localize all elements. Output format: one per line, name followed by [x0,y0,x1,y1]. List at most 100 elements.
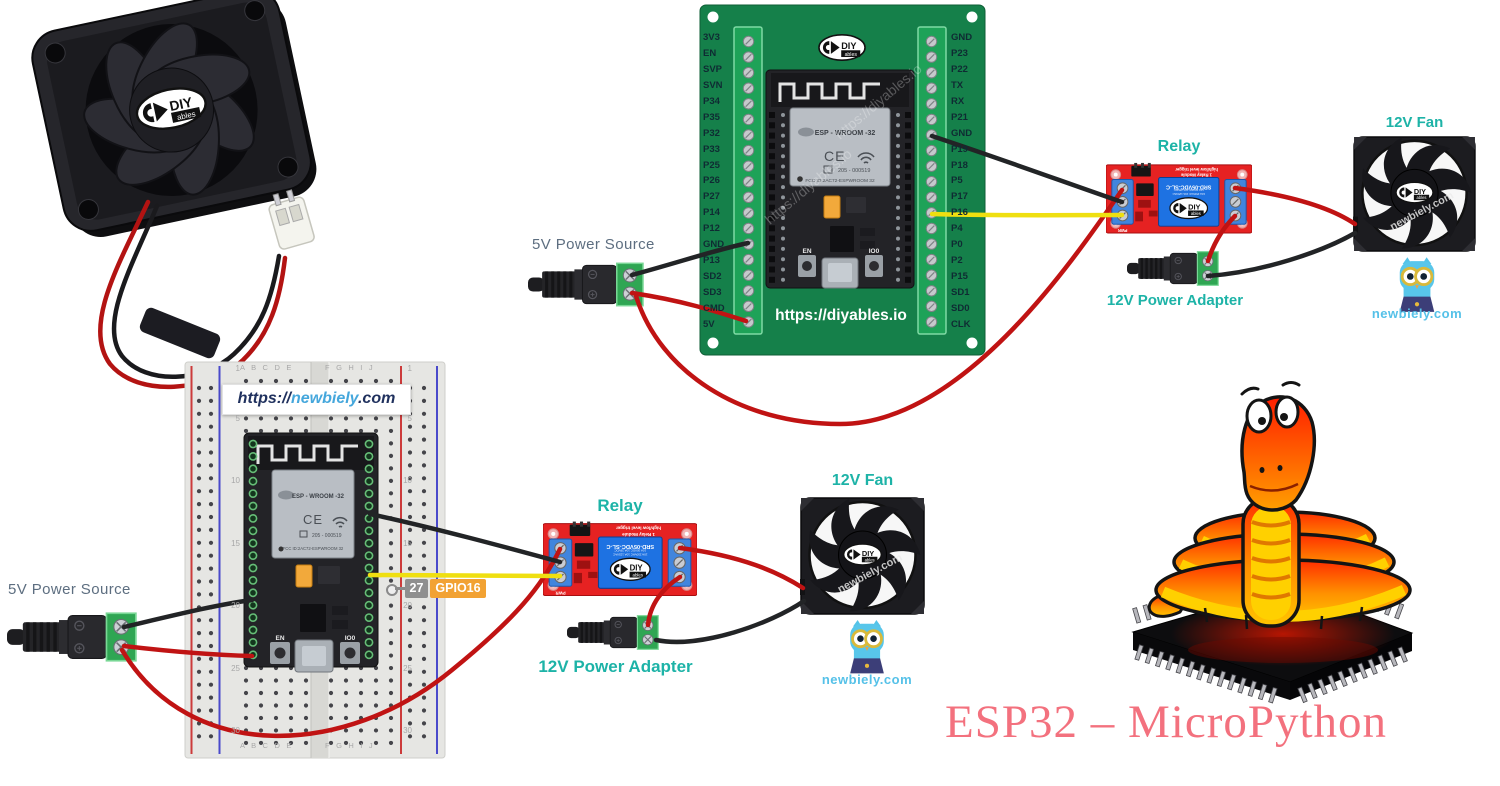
pin-label-sd0: SD0 [951,302,970,314]
page-title: ESP32 – MicroPython [945,696,1388,748]
fan-12v-top [1353,133,1475,254]
pin-label-sd3: SD3 [703,287,722,298]
wire-black-gnd-to-relay-top [929,133,1125,205]
snake-eye [1245,398,1273,434]
fan-photo-wire-black [111,203,282,379]
gpio-pin-number-badge: 27 [405,579,428,598]
fan-photo [31,0,317,390]
pin-label-5v: 5V [703,318,715,330]
pin-label-p5: P5 [951,175,963,187]
pin-label-cmd: CMD [703,302,725,314]
breadboard-columns-right-bottom: F G H I J [325,741,375,750]
url-tld: .com [357,390,396,407]
esp32-capacitor [295,564,313,588]
ce-mark: CE [303,512,323,527]
wire-red-adapter-to-relay-bottom [645,574,683,628]
breadboard-row-number: 10 [231,476,240,486]
breadboard-row-number: 25 [403,663,412,673]
en-button-label: EN [802,248,811,255]
newbiely-owl-bottom [848,620,886,675]
label-5v-power-source-bottom: 5V Power Source [8,581,131,598]
esp32-expansion-board: ESP - WROOM -32 CE 205 - 000519 FCC ID:2… [699,4,986,356]
esp32-module-pins [769,112,911,283]
pin-label-rx: RX [951,95,965,107]
label-12v-adapter-top: 12V Power Adapter [1106,292,1244,309]
esp32-chip [830,226,854,252]
url-prefix: https:// [237,390,291,407]
pin-label-p27: P27 [703,191,720,203]
esp32-shield [271,469,355,559]
wire-red-5v-to-5v-top [629,290,749,324]
power-adapter-12v-bottom [567,615,659,650]
wire-red-5v-to-esp32-bottom [121,643,255,659]
wire-red-5v-to-relay-top [633,187,1125,427]
pin-label-p16: P16 [951,207,968,219]
esp32-devkit-on-breadboard: ESP - WROOM -32 CE 205 - 000519 FCC ID:2… [243,432,379,673]
wifi-arcs-icon [332,516,348,528]
pin-label-p18: P18 [951,159,968,171]
pin-label-p22: P22 [951,63,968,75]
relay-module-bottom [543,522,697,596]
pin-label-p13: P13 [703,255,720,267]
pin-label-p17: P17 [951,191,968,203]
breadboard-row-number: 1 [407,364,412,373]
label-relay-bottom: Relay [597,496,643,515]
fan-photo-wire-red [98,199,288,390]
esp32-cert: 205 - 000519 [838,168,870,174]
pin-label-3v3: 3V3 [703,32,720,43]
breadboard-row-number: 20 [231,601,240,611]
breadboard-row-number: 30 [231,725,240,735]
url-site: newbiely [291,390,358,407]
breadboard-columns-right-top: F G H I J [325,363,375,372]
pin-label-p12: P12 [703,223,720,235]
wire-black-adapter-to-fan-bottom [653,598,807,645]
breadboard-row-number: 20 [403,601,412,611]
newbiely-site-bottom: newbiely.com [821,672,913,687]
pin-label-p15: P15 [951,271,968,283]
breadboard-row-number: 10 [403,476,412,486]
ce-mark: CE [824,148,845,164]
breadboard-row-number: 15 [231,538,240,548]
esp32-antenna [256,444,358,464]
label-relay-top: Relay [1157,138,1201,155]
pin-label-p23: P23 [951,47,968,59]
gpio-pin-marker-icon [386,584,398,596]
breadboard-row-number: 30 [403,725,412,735]
gpio16-badge: GPIO16 [430,579,486,598]
pin-label-gnd: GND [951,32,973,43]
esp32-name: ESP - WROOM -32 [292,494,345,500]
pin-label-tx: TX [951,79,964,91]
pin-label-p14: P14 [703,207,720,219]
power-source-5v-top [528,262,644,307]
breadboard-columns-left-bottom: A B C D E [240,741,294,750]
pin-label-clk: CLK [951,318,971,330]
pin-label-p26: P26 [703,175,720,187]
micropython-mascot [1131,381,1414,704]
gpio-pin-marker-line [395,587,405,590]
breadboard-row-number: 5 [235,413,240,423]
wire-black-esp32-to-relay-bottom [367,511,563,565]
pin-label-gnd: GND [703,239,725,251]
pin-label-svp: SVP [703,63,723,75]
esp32-chip [300,604,326,632]
wire-red-5v-to-relay-bottom [119,546,563,739]
breadboard-row-number: 15 [403,538,412,548]
pin-label-svn: SVN [703,79,723,91]
io0-button-label: IO0 [345,635,356,642]
wire-yellow-p16-to-relay-top [929,211,1125,218]
power-source-5v-bottom [6,612,137,662]
esp32-shield [789,107,891,187]
esp32-cert: 205 - 000519 [312,533,342,539]
pin-label-p0: P0 [951,239,963,251]
label-12v-adapter-bottom: 12V Power Adapter [538,657,693,676]
wire-red-adapter-to-relay-top [1205,213,1238,264]
wires [119,133,1358,739]
pin-label-p35: P35 [703,111,720,123]
diyables-url: https://diyables.io [775,307,907,324]
expansion-screws [742,35,938,328]
wire-yellow-gpio16-to-relay-bottom [367,572,563,579]
breadboard-row-number: 5 [407,413,412,423]
